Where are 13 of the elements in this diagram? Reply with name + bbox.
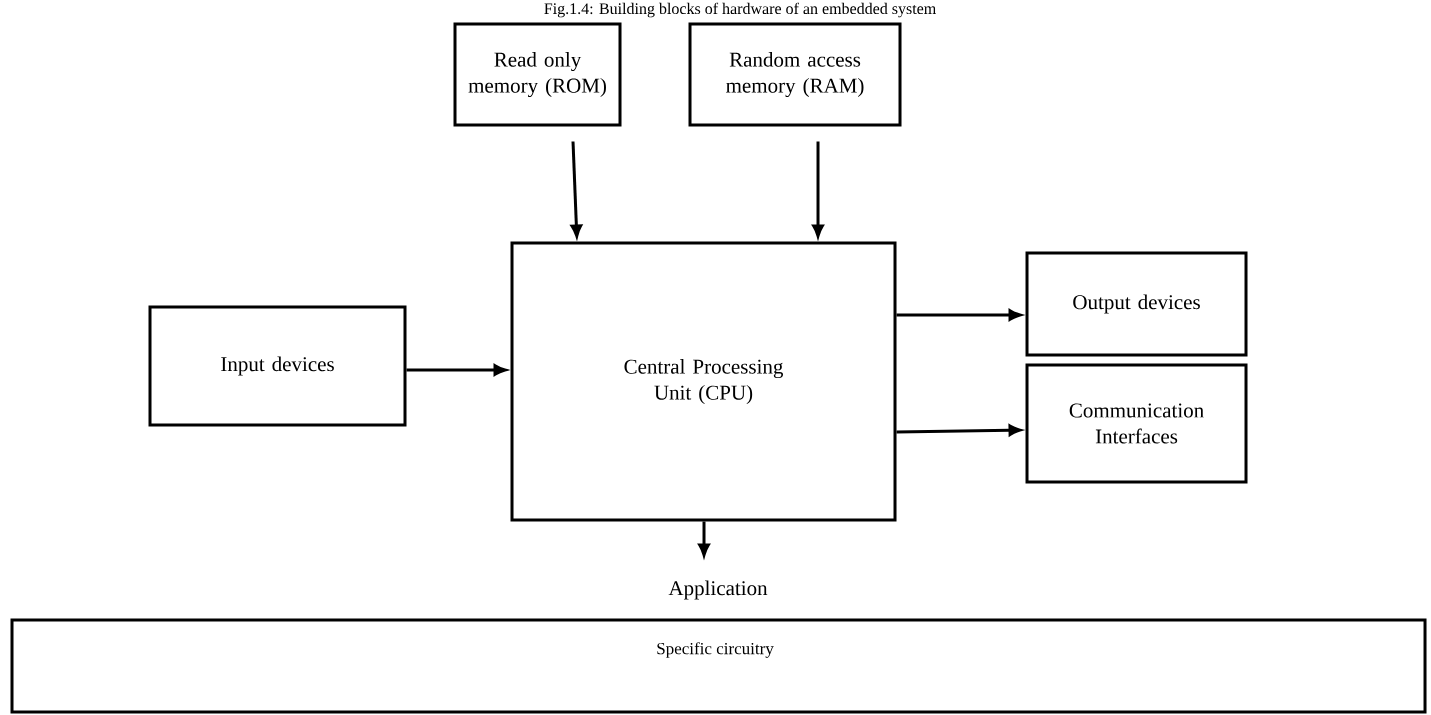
block-box: Input devices — [148, 305, 407, 427]
block-box: Central Processing Unit (CPU) — [510, 241, 897, 522]
block-box: Random access memory (RAM) — [688, 22, 902, 127]
title: Fig.1.4: Building blocks of hardware of an embedded system — [544, 2, 936, 18]
block-box: Communication Interfaces — [1025, 363, 1248, 484]
circuitry-box: Application Specific circuitry — [10, 580, 1427, 714]
arrow — [896, 424, 1022, 436]
arrow — [406, 364, 507, 376]
arrow — [812, 141, 824, 238]
node-label: Application — [668, 580, 768, 600]
arrow — [896, 309, 1022, 321]
block-box: Output devices — [1025, 251, 1248, 357]
block-box: Read only memory (ROM) — [453, 22, 622, 127]
